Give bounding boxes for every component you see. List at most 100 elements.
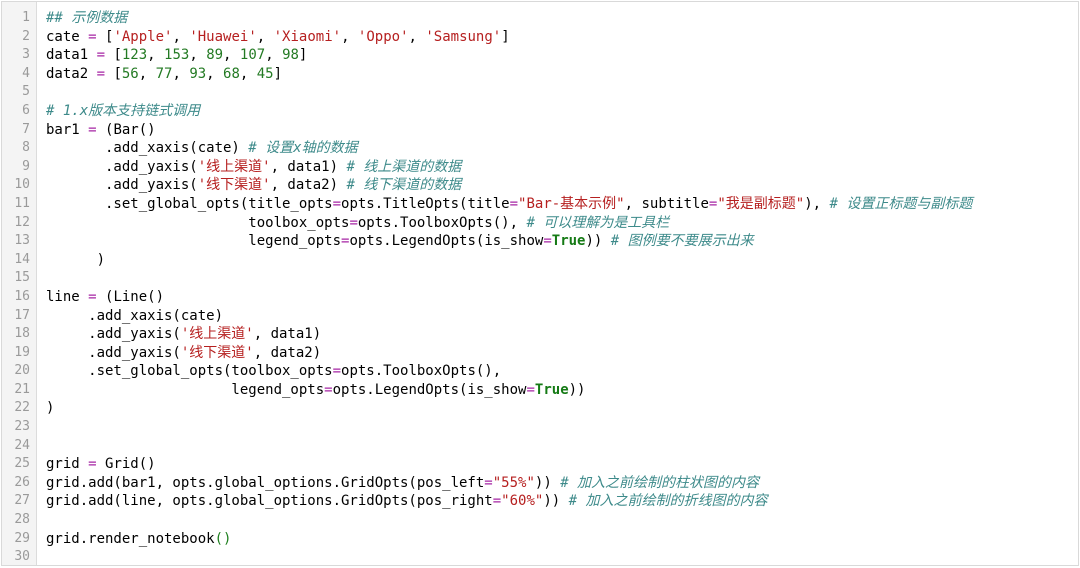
code-token: ] (298, 47, 308, 64)
code-comment: # 图例要不要展示出来 (610, 233, 754, 250)
code-line[interactable]: 12 toolbox_opts=opts.ToolboxOpts(), # 可以… (2, 214, 1078, 233)
code-number: 45 (256, 65, 274, 82)
code-text: .add_xaxis(cate) (30, 307, 223, 326)
code-token: data1 (46, 47, 97, 64)
code-operator: = (708, 195, 718, 212)
code-string: "Bar-基本示例" (518, 195, 625, 212)
code-number: 123 (121, 47, 148, 64)
code-line[interactable]: 19 .add_yaxis('线下渠道', data2) (2, 344, 1078, 363)
code-number: 68 (223, 65, 240, 82)
code-line[interactable]: 20 .set_global_opts(toolbox_opts=opts.To… (2, 362, 1078, 381)
code-text: .add_yaxis('线下渠道', data2) (30, 344, 321, 363)
code-token: , data1) (253, 326, 322, 343)
code-line[interactable]: 8 .add_xaxis(cate) # 设置x轴的数据 (2, 139, 1078, 158)
code-operator: = (349, 214, 358, 231)
code-token: cate (46, 28, 89, 45)
line-number: 18 (14, 326, 30, 342)
code-line[interactable]: 13 legend_opts=opts.LegendOpts(is_show=T… (2, 232, 1078, 251)
code-token: toolbox_opts (46, 214, 350, 231)
line-number: 15 (14, 270, 30, 286)
line-number: 28 (14, 512, 30, 528)
code-token: grid.add(line, opts.global_options.GridO… (46, 493, 493, 510)
code-comment: # 设置正标题与副标题 (829, 195, 973, 212)
code-line[interactable]: 17 .add_xaxis(cate) (2, 307, 1078, 326)
code-token: , data2) (253, 344, 322, 361)
code-operator: = (543, 233, 552, 250)
code-comment: # 设置x轴的数据 (248, 140, 358, 157)
line-number: 21 (14, 381, 30, 397)
code-number: 98 (282, 47, 299, 64)
code-text: ) (30, 251, 105, 270)
line-number: 2 (22, 28, 30, 44)
code-line[interactable]: 6# 1.x版本支持链式调用 (2, 102, 1078, 121)
code-line[interactable]: 9 .add_yaxis('线上渠道', data1) # 线上渠道的数据 (2, 158, 1078, 177)
line-number: 23 (14, 419, 30, 435)
code-number: 93 (189, 65, 207, 82)
code-token: [ (105, 47, 122, 64)
line-number: 1 (22, 10, 30, 25)
code-text (30, 269, 46, 288)
code-token: .add_yaxis( (46, 344, 181, 361)
code-operator: = (96, 47, 106, 64)
line-number: 19 (14, 344, 30, 360)
code-comment: # 1.x版本支持链式调用 (46, 102, 201, 119)
line-number: 8 (22, 140, 30, 156)
code-text: data1 = [123, 153, 89, 107, 98] (30, 46, 307, 65)
code-string: '线上渠道' (197, 158, 271, 175)
line-number: 26 (14, 474, 30, 490)
code-string: 'Samsung' (425, 28, 502, 45)
code-line[interactable]: 18 .add_yaxis('线上渠道', data1) (2, 325, 1078, 344)
code-text: ## 示例数据 (30, 9, 127, 28)
code-line[interactable]: 22) (2, 399, 1078, 418)
code-token: [ (96, 28, 114, 45)
code-line[interactable]: 1## 示例数据 (2, 9, 1078, 28)
code-text (30, 418, 46, 437)
code-token: [ (105, 65, 122, 82)
code-token: grid.add(bar1, opts.global_options.GridO… (46, 474, 485, 491)
code-line[interactable]: 26 grid.add(bar1, opts.global_options.Gri… (2, 474, 1078, 493)
code-token: , (147, 47, 165, 64)
code-text: ) (30, 399, 54, 418)
code-operator: = (88, 28, 97, 45)
code-token: )) (585, 233, 611, 250)
code-text: grid.render_notebook() (30, 530, 231, 549)
code-line[interactable]: 15 (2, 269, 1078, 288)
code-token: opts.ToolboxOpts(), (357, 214, 527, 231)
code-token: , (138, 65, 156, 82)
code-text: legend_opts=opts.LegendOpts(is_show=True… (30, 381, 585, 400)
code-comment: # 加入之前绘制的折线图的内容 (568, 493, 768, 510)
code-line[interactable]: 21 legend_opts=opts.LegendOpts(is_show=T… (2, 381, 1078, 400)
code-operator: = (492, 493, 502, 510)
code-token: (Line() (96, 288, 165, 305)
code-line[interactable]: 5 (2, 83, 1078, 102)
code-line[interactable]: 30 (2, 548, 1078, 567)
code-line[interactable]: 28 (2, 511, 1078, 530)
code-token: opts.TitleOpts(title (341, 195, 510, 212)
code-token: opts.ToolboxOpts(), (341, 363, 502, 380)
code-text: .set_global_opts(toolbox_opts=opts.Toolb… (30, 362, 501, 381)
line-number: 5 (22, 84, 30, 100)
code-text: legend_opts=opts.LegendOpts(is_show=True… (30, 232, 754, 251)
code-token: .add_xaxis(cate) (46, 307, 224, 324)
code-line[interactable]: 24 (2, 437, 1078, 456)
code-line[interactable]: 14 ) (2, 251, 1078, 270)
code-string: "55%" (492, 474, 535, 491)
code-keyword: True (551, 233, 586, 250)
code-comment: # 加入之前绘制的柱状图的内容 (560, 474, 760, 491)
code-line[interactable]: 23 (2, 418, 1078, 437)
code-token: , data1) (270, 158, 347, 175)
code-token: legend_opts (46, 233, 342, 250)
code-text: bar1 = (Bar() (30, 121, 156, 140)
code-line[interactable]: 11 .set_global_opts(title_opts=opts.Titl… (2, 195, 1078, 214)
code-line[interactable]: 10 .add_yaxis('线下渠道', data2) # 线下渠道的数据 (2, 176, 1078, 195)
